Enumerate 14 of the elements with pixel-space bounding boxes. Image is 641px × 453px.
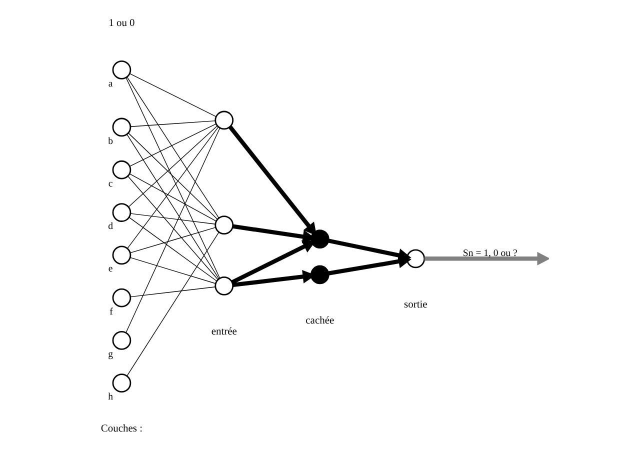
- node-label: d: [108, 221, 113, 232]
- label: sortie: [404, 299, 428, 310]
- label: entrée: [211, 326, 237, 338]
- label: cachée: [306, 315, 334, 326]
- node-label: h: [108, 392, 113, 403]
- label: Couches :: [100, 424, 143, 435]
- node-label: c: [108, 178, 113, 190]
- edge-label: Sn = 1, 0 ou ?: [462, 248, 518, 259]
- node-label: a: [108, 78, 113, 90]
- node-label: f: [110, 306, 113, 318]
- label: 1 ou 0: [108, 18, 135, 30]
- node-label: g: [108, 349, 113, 360]
- node-label: e: [108, 264, 113, 275]
- node-label: b: [108, 136, 113, 147]
